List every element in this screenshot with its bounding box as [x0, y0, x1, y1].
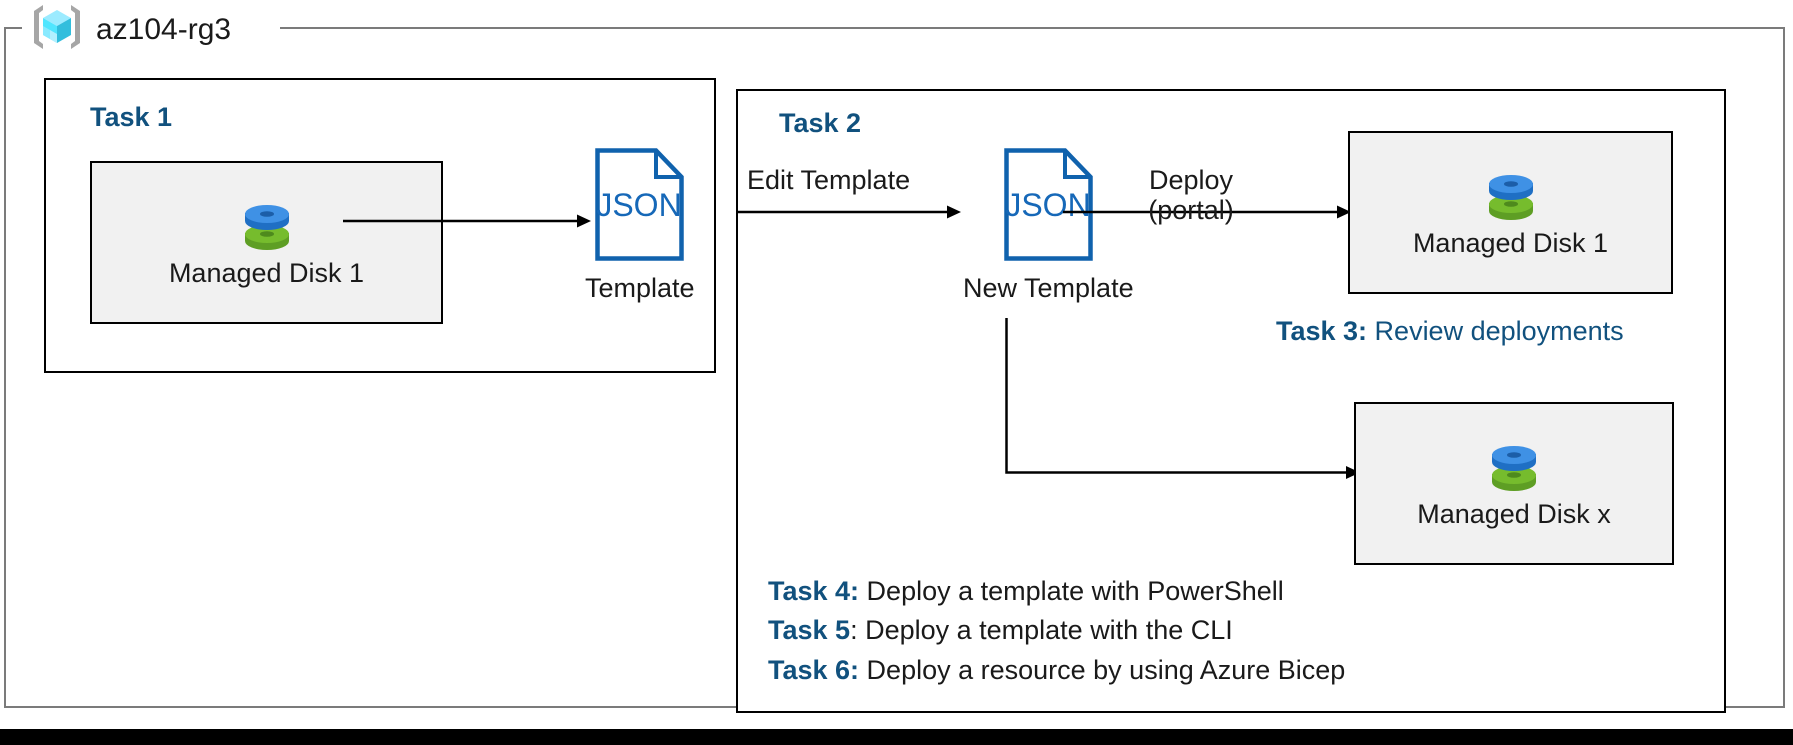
task-4-tag: Task 4:	[768, 576, 860, 606]
bottom-bar	[0, 729, 1793, 745]
resource-group-header: az104-rg3	[30, 2, 231, 57]
arrow-deploy-portal	[1063, 205, 1351, 219]
template-caption: Template	[585, 273, 695, 303]
arrow-edit-template	[736, 205, 961, 219]
task-4-note: Task 4: Deploy a template with PowerShel…	[768, 578, 1284, 605]
template-json-2: JSON New Template	[963, 148, 1134, 302]
managed-disk-icon	[1483, 167, 1539, 225]
task-6-text: Deploy a resource by using Azure Bicep	[859, 655, 1346, 685]
managed-disk-x-box: Managed Disk x	[1354, 402, 1674, 565]
azure-resource-group-cube-icon	[30, 2, 84, 57]
json-icon-text: JSON	[597, 187, 682, 223]
task-6-tag: Task 6:	[768, 655, 860, 685]
managed-disk-1-deployed-label: Managed Disk 1	[1412, 227, 1609, 258]
managed-disk-icon	[1486, 438, 1542, 496]
task-6-note: Task 6: Deploy a resource by using Azure…	[768, 657, 1345, 684]
task-1-heading: Task 1	[90, 102, 173, 132]
edit-template-label: Edit Template	[747, 165, 911, 195]
managed-disk-x-label: Managed Disk x	[1417, 498, 1611, 529]
task-3-text: Review deployments	[1367, 316, 1624, 346]
managed-disk-1-box-deployed: Managed Disk 1	[1348, 131, 1673, 294]
new-template-caption: New Template	[963, 273, 1134, 303]
json-icon-text: JSON	[1005, 187, 1090, 223]
task-4-text: Deploy a template with PowerShell	[859, 576, 1284, 606]
template-json-1: JSON Template	[585, 148, 695, 302]
task-5-note: Task 5: Deploy a template with the CLI	[768, 617, 1233, 644]
task-5-text: : Deploy a template with the CLI	[850, 615, 1233, 645]
task-3-tag: Task 3:	[1276, 316, 1368, 346]
managed-disk-icon	[239, 197, 295, 255]
managed-disk-1-box: Managed Disk 1	[90, 161, 443, 324]
arrow-disk-to-template	[343, 214, 591, 228]
resource-group-name: az104-rg3	[96, 12, 232, 46]
deploy-label-bottom: (portal)	[1148, 195, 1234, 226]
json-document-icon: JSON	[1004, 148, 1093, 266]
task-5-tag: Task 5	[768, 615, 851, 645]
task-2-heading: Task 2	[779, 108, 862, 138]
task-3-note: Task 3: Review deployments	[1276, 318, 1624, 345]
managed-disk-1-label: Managed Disk 1	[168, 257, 365, 288]
deploy-portal-label: Deploy (portal)	[1096, 165, 1286, 225]
deploy-label-top: Deploy	[1148, 165, 1234, 195]
arrow-deploy-to-disk-x	[1005, 318, 1360, 480]
json-document-icon: JSON	[595, 148, 685, 266]
